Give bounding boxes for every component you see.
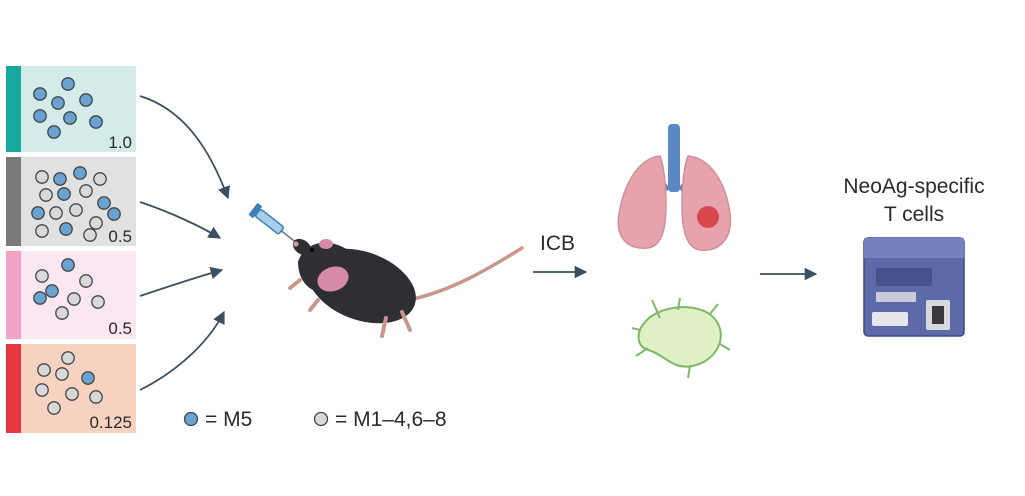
other-clone-dot [89,390,103,404]
other-clone-dot [65,387,79,401]
mouse-icon [288,238,524,338]
m5-dot [73,166,87,180]
panel-dots [33,77,103,139]
other-clone-dot [35,383,49,397]
panel-color-bar [6,157,21,246]
other-clone-dot [91,295,105,309]
other-clone-dot [39,188,53,202]
other-clone-dot [55,367,69,381]
panel-color-bar [6,251,21,339]
m5-dot [59,222,73,236]
other-clone-dot [61,351,75,365]
m5-dot [31,206,45,220]
lymph-node-icon [631,297,731,379]
other-clone-dot [49,206,63,220]
other-clone-dot [35,269,49,283]
treatment-label: ICB [540,232,575,255]
panel-ratio-label: 0.5 [108,227,132,246]
legend-m5-label: = M5 [205,408,252,431]
other-clone-dot [35,224,49,238]
other-clone-dot [89,216,103,230]
flow-cytometer-icon [863,237,965,337]
panel-color-bar [6,344,21,433]
m5-dot [61,258,75,272]
panel-4: 0.125 [6,344,136,433]
panel-2: 0.5 [6,157,136,246]
panel-color-bar [6,66,21,152]
panel-ratio-label: 0.5 [108,319,132,338]
legend-other-marker [313,411,329,427]
panel-3: 0.5 [6,251,136,339]
other-clone-dot [79,184,93,198]
m5-dot [79,93,93,107]
m5-dot [45,284,59,298]
other-clone-dot [79,274,93,288]
arrow-panel-4 [139,310,225,391]
m5-dot [53,172,67,186]
panel-dots [31,166,121,242]
panel-ratio-label: 1.0 [108,133,132,152]
m5-dot [61,77,75,91]
m5-dot [33,109,47,123]
other-clone-dot [67,292,81,306]
other-clone-dot [47,401,61,415]
panel-1: 1.0 [6,66,136,152]
panel-ratio-label: 0.125 [89,413,132,432]
panel-dots [35,351,103,415]
other-clone-dot [35,170,49,184]
other-clone-dot [83,228,97,242]
arrow-panel-2 [139,201,222,239]
panel-dots [33,258,105,320]
other-clone-dot [93,172,107,186]
m5-dot [33,87,47,101]
m5-dot [33,291,47,305]
m5-dot [51,96,65,110]
m5-dot [89,115,103,129]
m5-dot [63,111,77,125]
legend-m5-marker [183,411,199,427]
injection-arrows [139,95,230,391]
other-clone-dot [69,203,83,217]
readout-label-line1: NeoAg-specific [843,175,984,198]
m5-dot [97,196,111,210]
lungs-icon [617,124,732,251]
arrow-panel-1 [139,95,230,200]
m5-dot [47,125,61,139]
arrow-panel-3 [139,266,224,297]
m5-dot [57,187,71,201]
other-clone-dot [37,363,51,377]
panel-background [21,66,136,152]
legend: = M5 = M1–4,6–8 [183,408,447,431]
other-clone-dot [55,306,69,320]
readout-label-line2: T cells [884,203,944,226]
m5-dot [81,371,95,385]
legend-other-label: = M1–4,6–8 [335,408,447,431]
m5-dot [107,207,121,221]
